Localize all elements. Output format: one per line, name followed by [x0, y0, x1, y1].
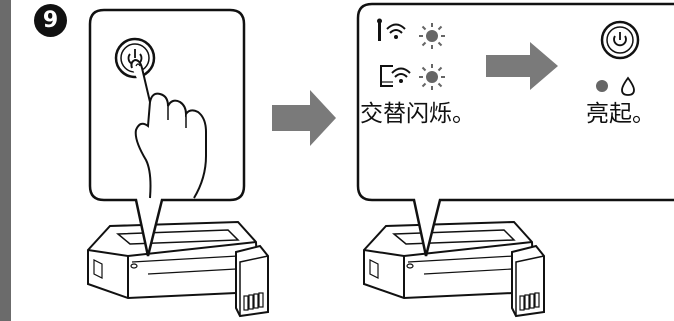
on-caption: 亮起。 [586, 101, 655, 127]
callout-bubble-right [356, 2, 674, 257]
power-light-icon [600, 20, 640, 60]
wifi-direct-light-blink-icon [418, 63, 446, 91]
page-edge-bar [0, 0, 11, 321]
arrow-right-icon [272, 90, 336, 146]
wifi-direct-icon [380, 65, 411, 87]
blink-caption: 交替闪烁。 [360, 101, 475, 127]
step-number-badge: 9 [34, 4, 67, 37]
finger-press-icon [130, 58, 207, 199]
arrow-right-icon [486, 42, 558, 90]
printer-illustration-right [363, 221, 545, 317]
status-light-on-icon [596, 80, 608, 92]
ink-drop-icon [621, 76, 635, 96]
wifi-signal-icon [377, 18, 406, 41]
wifi-light-blink-icon [418, 22, 446, 50]
printer-illustration-left [87, 221, 269, 317]
